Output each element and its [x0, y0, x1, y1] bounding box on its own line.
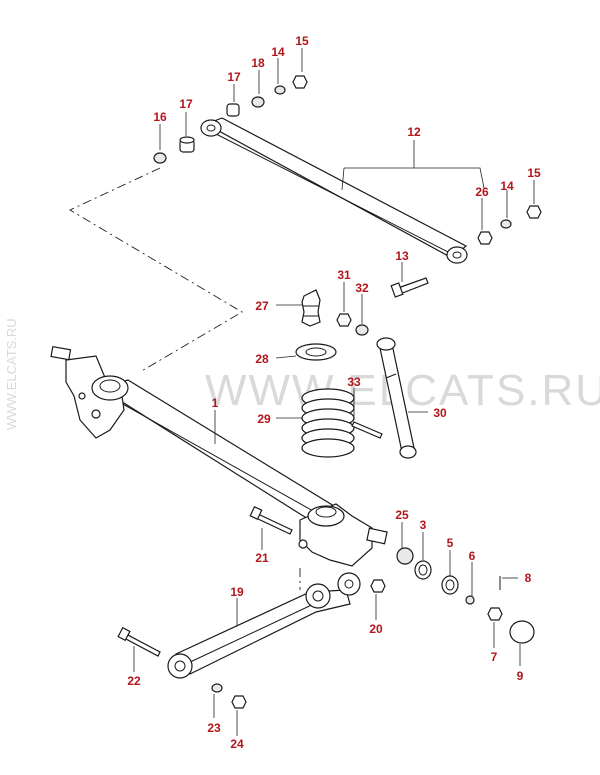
- callout-33: 33: [347, 375, 361, 389]
- callout-26: 26: [475, 185, 489, 199]
- callout-17: 17: [179, 97, 193, 111]
- callout-9: 9: [517, 669, 524, 683]
- hub-bearing-parts: [396, 547, 535, 644]
- callout-20: 20: [369, 622, 383, 636]
- callout-7: 7: [491, 650, 498, 664]
- callout-17: 17: [227, 70, 241, 84]
- callout-3: 3: [420, 518, 427, 532]
- callout-24: 24: [230, 737, 244, 751]
- callout-21: 21: [255, 551, 269, 565]
- assembly-guide-lines: [69, 167, 301, 590]
- callout-5: 5: [447, 536, 454, 550]
- spring-seat-28: [295, 343, 337, 361]
- shock-fasteners: [336, 313, 383, 439]
- side-watermark: WWW.ELCATS.RU: [4, 318, 19, 430]
- callout-8: 8: [525, 571, 532, 585]
- callout-14: 14: [271, 45, 285, 59]
- bolt-13: [390, 277, 429, 298]
- bump-stop-27: [301, 289, 321, 327]
- callout-30: 30: [433, 406, 447, 420]
- leader-lines: [133, 48, 535, 736]
- callout-27: 27: [255, 299, 269, 313]
- callout-28: 28: [255, 352, 269, 366]
- callout-23: 23: [207, 721, 221, 735]
- callout-32: 32: [355, 281, 369, 295]
- callout-6: 6: [469, 549, 476, 563]
- callout-15: 15: [527, 166, 541, 180]
- callout-25: 25: [395, 508, 409, 522]
- shock-absorber-30: [376, 337, 417, 459]
- axle-beam-1: [50, 345, 388, 567]
- upper-fasteners: [153, 75, 542, 245]
- callout-1: 1: [212, 396, 219, 410]
- callout-16: 16: [153, 110, 167, 124]
- callout-labels: 15 14 18 17 17 16 12 15 14 26 13 31 32 2…: [127, 34, 541, 751]
- lateral-rod-12: [200, 117, 468, 264]
- callout-13: 13: [395, 249, 409, 263]
- coil-spring-29: [301, 388, 355, 458]
- callout-29: 29: [257, 412, 271, 426]
- callout-14: 14: [500, 179, 514, 193]
- callout-31: 31: [337, 268, 351, 282]
- callout-18: 18: [251, 56, 265, 70]
- callout-12: 12: [407, 125, 421, 139]
- callout-15: 15: [295, 34, 309, 48]
- callout-22: 22: [127, 674, 141, 688]
- callout-19: 19: [230, 585, 244, 599]
- trailing-arm-19: [167, 572, 361, 679]
- arm-fasteners: [117, 505, 386, 709]
